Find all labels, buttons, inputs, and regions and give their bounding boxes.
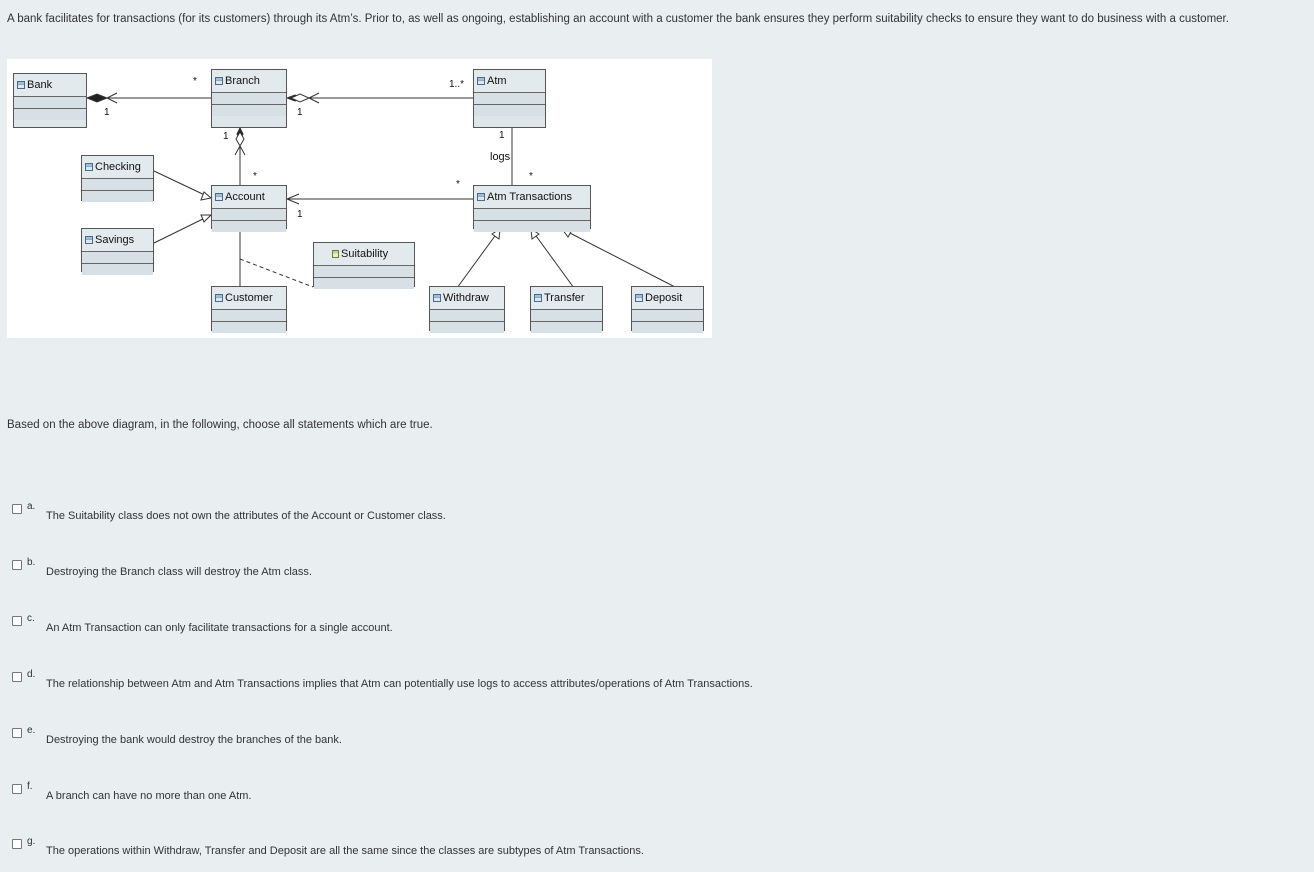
withdraw-generalization-line bbox=[456, 228, 501, 289]
class-atm[interactable]: Atm bbox=[473, 69, 546, 128]
class-icon bbox=[477, 77, 485, 85]
class-atm-transactions[interactable]: Atm Transactions bbox=[473, 185, 591, 232]
multiplicity-label: * bbox=[456, 179, 460, 190]
option-d-letter: d. bbox=[27, 669, 36, 680]
class-icon bbox=[17, 81, 25, 89]
class-icon bbox=[534, 294, 542, 302]
class-name: Withdraw bbox=[443, 292, 489, 304]
intro-text: A bank facilitates for transactions (for… bbox=[7, 13, 1229, 25]
multiplicity-label: 1 bbox=[223, 131, 229, 142]
generalization-arrow bbox=[200, 191, 213, 201]
navigability-arrow bbox=[285, 193, 300, 205]
class-icon bbox=[215, 294, 223, 302]
option-a-text[interactable]: The Suitability class does not own the a… bbox=[46, 510, 446, 522]
option-g[interactable]: g. The operations within Withdraw, Trans… bbox=[12, 836, 912, 861]
class-customer[interactable]: Customer bbox=[211, 286, 287, 333]
checking-generalization-line bbox=[153, 170, 212, 199]
class-name: Savings bbox=[95, 234, 135, 246]
association-name-label: logs bbox=[490, 151, 511, 163]
class-bank[interactable]: Bank bbox=[13, 73, 87, 128]
multiplicity-label: 1 bbox=[499, 130, 505, 141]
class-name: Checking bbox=[95, 161, 141, 173]
multiplicity-label: * bbox=[253, 171, 257, 182]
composition-diamond bbox=[85, 93, 109, 103]
option-d[interactable]: d. The relationship between Atm and Atm … bbox=[12, 669, 912, 694]
option-c-letter: c. bbox=[27, 613, 35, 624]
class-icon bbox=[215, 193, 223, 201]
uml-class-diagram: Bank Branch Atm Checking Account Atm Tra… bbox=[7, 59, 712, 338]
option-a-checkbox[interactable] bbox=[12, 504, 22, 514]
class-icon bbox=[85, 163, 93, 171]
interface-icon bbox=[332, 250, 339, 258]
multiplicity-label: 1 bbox=[104, 107, 110, 118]
option-f-text[interactable]: A branch can have no more than one Atm. bbox=[46, 790, 252, 802]
multiplicity-label: * bbox=[529, 171, 533, 182]
savings-generalization-line bbox=[153, 214, 212, 244]
class-icon bbox=[477, 193, 485, 201]
navigability-arrow bbox=[307, 92, 320, 104]
class-name: Customer bbox=[225, 292, 273, 304]
deposit-generalization-line bbox=[561, 228, 678, 289]
option-c[interactable]: c. An Atm Transaction can only facilitat… bbox=[12, 613, 912, 638]
multiplicity-label: 1..* bbox=[449, 79, 465, 90]
class-withdraw[interactable]: Withdraw bbox=[429, 286, 505, 333]
option-f-letter: f. bbox=[27, 781, 33, 792]
class-name: Transfer bbox=[544, 292, 585, 304]
transfer-generalization-line bbox=[530, 228, 575, 289]
class-name: Account bbox=[225, 191, 265, 203]
class-deposit[interactable]: Deposit bbox=[631, 286, 704, 333]
option-a[interactable]: a. The Suitability class does not own th… bbox=[12, 501, 912, 526]
class-savings[interactable]: Savings bbox=[81, 228, 154, 275]
option-g-checkbox[interactable] bbox=[12, 839, 22, 849]
class-name: Branch bbox=[225, 75, 260, 87]
option-b-text[interactable]: Destroying the Branch class will destroy… bbox=[46, 566, 312, 578]
class-transfer[interactable]: Transfer bbox=[530, 286, 603, 333]
class-icon bbox=[85, 236, 93, 244]
class-name: Atm bbox=[487, 75, 507, 87]
class-account[interactable]: Account bbox=[211, 185, 287, 232]
generalization-arrow bbox=[200, 214, 213, 223]
class-name: Atm Transactions bbox=[487, 191, 572, 203]
option-f[interactable]: f. A branch can have no more than one At… bbox=[12, 781, 912, 806]
class-branch[interactable]: Branch bbox=[211, 69, 287, 128]
multiplicity-label: 1 bbox=[297, 209, 303, 220]
option-c-text[interactable]: An Atm Transaction can only facilitate t… bbox=[46, 622, 393, 634]
option-e[interactable]: e. Destroying the bank would destroy the… bbox=[12, 725, 912, 750]
option-g-letter: g. bbox=[27, 836, 36, 847]
option-b[interactable]: b. Destroying the Branch class will dest… bbox=[12, 557, 912, 582]
question-prompt: Based on the above diagram, in the follo… bbox=[7, 419, 433, 431]
option-e-letter: e. bbox=[27, 725, 36, 736]
option-d-checkbox[interactable] bbox=[12, 672, 22, 682]
option-c-checkbox[interactable] bbox=[12, 616, 22, 626]
option-b-checkbox[interactable] bbox=[12, 560, 22, 570]
option-b-letter: b. bbox=[27, 557, 36, 568]
class-name: Bank bbox=[27, 79, 53, 91]
class-icon bbox=[433, 294, 441, 302]
class-name: Deposit bbox=[645, 292, 683, 304]
class-icon bbox=[215, 77, 223, 85]
multiplicity-label: 1 bbox=[297, 107, 303, 118]
option-d-text[interactable]: The relationship between Atm and Atm Tra… bbox=[46, 678, 753, 690]
option-g-text[interactable]: The operations within Withdraw, Transfer… bbox=[46, 845, 644, 857]
option-a-letter: a. bbox=[27, 501, 36, 512]
class-icon bbox=[635, 294, 643, 302]
multiplicity-label: * bbox=[193, 76, 197, 87]
class-checking[interactable]: Checking bbox=[81, 155, 154, 202]
navigability-arrow bbox=[234, 144, 246, 156]
option-e-text[interactable]: Destroying the bank would destroy the br… bbox=[46, 734, 342, 746]
navigability-arrow bbox=[105, 92, 118, 104]
class-suitability[interactable]: Suitability bbox=[313, 242, 415, 289]
suitability-dependency-line bbox=[239, 258, 314, 288]
option-f-checkbox[interactable] bbox=[12, 784, 22, 794]
class-name: Suitability bbox=[341, 248, 389, 260]
option-e-checkbox[interactable] bbox=[12, 728, 22, 738]
